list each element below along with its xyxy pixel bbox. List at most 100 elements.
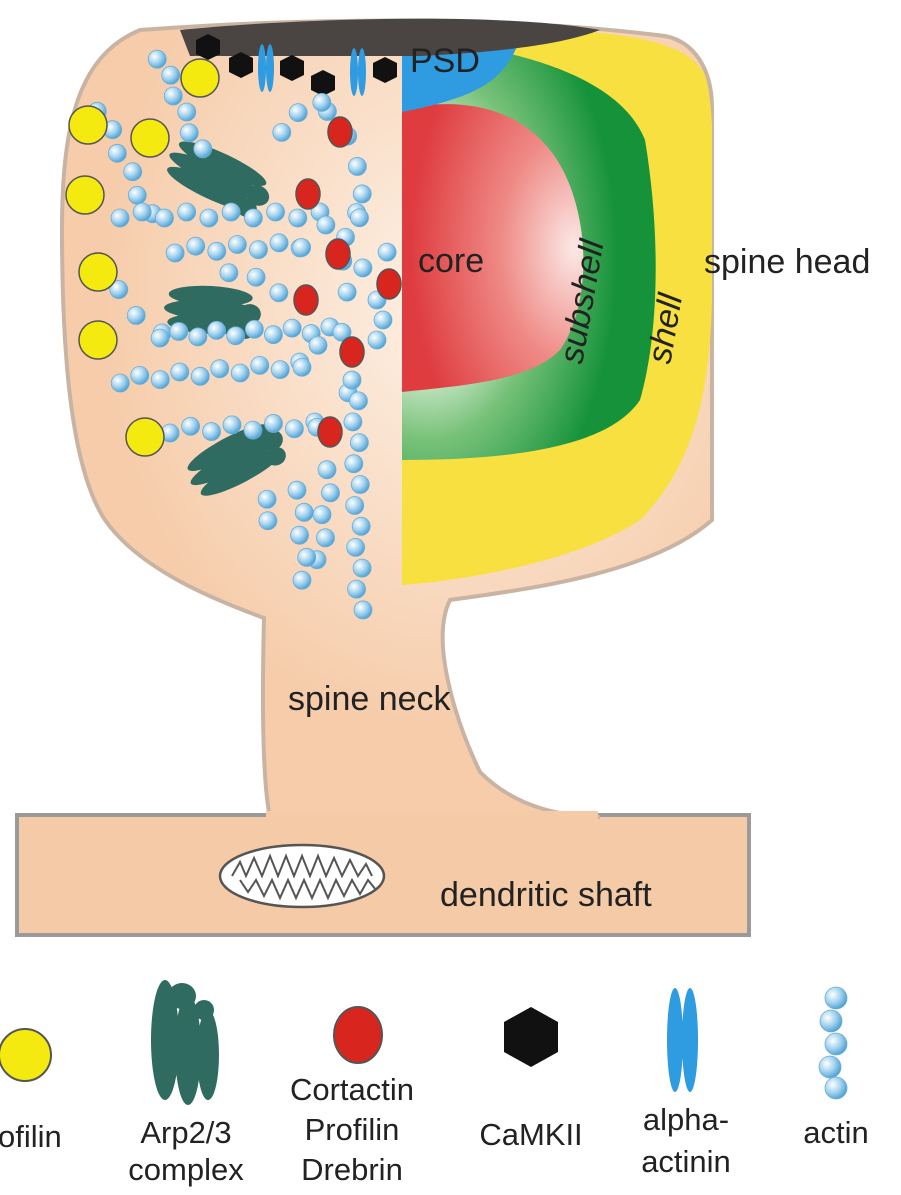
actin-monomer	[298, 548, 316, 566]
actin-monomer	[264, 414, 282, 432]
actin-monomer	[194, 140, 212, 158]
psd-label: PSD	[410, 42, 480, 80]
spine-neck-label: spine neck	[288, 680, 452, 718]
actin-monomer	[251, 356, 269, 374]
actin-monomer	[223, 416, 241, 434]
legend-label-cofilin: ofilin	[0, 1119, 62, 1154]
actin-monomer	[343, 371, 361, 389]
actin-monomer	[354, 601, 372, 619]
actin-monomer	[295, 503, 313, 521]
actin-monomer	[259, 512, 277, 530]
actin-monomer	[247, 268, 265, 286]
actin-monomer	[349, 392, 367, 410]
actin-monomer	[127, 306, 145, 324]
actin-monomer	[267, 203, 285, 221]
legend-label-profilin: Profilin	[305, 1112, 400, 1147]
actin-monomer	[162, 66, 180, 84]
actin-monomer	[289, 209, 307, 227]
actin-monomer	[309, 336, 327, 354]
actin-monomer	[825, 1033, 847, 1055]
actin-monomer	[350, 434, 368, 452]
legend-label-actinin: actinin	[641, 1144, 731, 1179]
actin-monomer	[187, 237, 205, 255]
actin-monomer	[291, 526, 309, 544]
actin-monomer	[321, 484, 339, 502]
actin-monomer	[352, 517, 370, 535]
actin-monomer	[178, 203, 196, 221]
actin-monomer	[164, 87, 182, 105]
actin-monomer	[108, 144, 126, 162]
actin-monomer	[111, 209, 129, 227]
actin-monomer	[189, 328, 207, 346]
cortactin-profilin-drebrin-icon	[328, 117, 352, 147]
actin-monomer	[211, 360, 229, 378]
cortactin-profilin-drebrin-icon	[377, 269, 401, 299]
cortactin-profilin-drebrin-icon	[334, 1007, 382, 1063]
actin-monomer	[354, 259, 372, 277]
actin-monomer	[353, 559, 371, 577]
actin-monomer	[170, 322, 188, 340]
actin-monomer	[124, 163, 142, 181]
actin-monomer	[171, 363, 189, 381]
actin-monomer	[222, 203, 240, 221]
actin-monomer	[258, 490, 276, 508]
actin-monomer	[350, 209, 368, 227]
spine-head-label: spine head	[704, 243, 870, 281]
actin-monomer	[133, 203, 151, 221]
actin-monomer	[155, 209, 173, 227]
legend-label-cortactin: Cortactin	[290, 1072, 414, 1107]
actin-monomer	[293, 239, 311, 257]
actin-monomer	[203, 423, 221, 441]
actin-monomer	[208, 321, 226, 339]
cofilin-icon	[79, 321, 117, 359]
actin-monomer	[353, 185, 371, 203]
legend-label-alpha: alpha-	[643, 1102, 729, 1137]
cortactin-profilin-drebrin-icon	[318, 417, 342, 447]
legend: ofilin Arp2/3 complex Cortactin Profilin…	[0, 980, 869, 1187]
actin-monomer	[244, 209, 262, 227]
core-label: core	[418, 242, 484, 280]
actin-monomer	[368, 331, 386, 349]
actin-monomer	[220, 264, 238, 282]
cofilin-icon	[126, 418, 164, 456]
cofilin-icon	[131, 119, 169, 157]
arp23-complex-icon	[151, 980, 219, 1105]
actin-monomer	[313, 506, 331, 524]
actin-monomer	[151, 329, 169, 347]
actin-monomer	[264, 326, 282, 344]
actin-monomer	[244, 421, 262, 439]
actin-monomer	[374, 311, 392, 329]
legend-label-arp23-line2: complex	[128, 1152, 244, 1187]
legend-label-drebrin: Drebrin	[301, 1152, 403, 1187]
actin-monomer	[273, 123, 291, 141]
camkii-icon	[504, 1007, 558, 1067]
actin-monomer	[293, 358, 311, 376]
legend-label-arp23: Arp2/3	[140, 1115, 231, 1150]
actin-monomer	[825, 1077, 847, 1099]
actin-monomer	[318, 461, 336, 479]
actin-monomer	[378, 243, 396, 261]
actin-monomer	[271, 361, 289, 379]
actin-monomer	[285, 420, 303, 438]
cortactin-profilin-drebrin-icon	[326, 239, 350, 269]
actin-monomer	[317, 216, 335, 234]
actin-monomer	[249, 241, 267, 259]
actin-monomer	[293, 571, 311, 589]
actin-monomer	[180, 124, 198, 142]
actin-monomer	[191, 367, 209, 385]
actin-monomer	[151, 371, 169, 389]
dendritic-shaft-label: dendritic shaft	[440, 876, 652, 914]
actin-monomer	[344, 413, 362, 431]
neck-join	[266, 811, 598, 821]
cortactin-profilin-drebrin-icon	[294, 285, 318, 315]
actin-monomer	[270, 234, 288, 252]
actin-monomer	[345, 455, 363, 473]
actin-monomer	[338, 283, 356, 301]
actin-monomer	[182, 417, 200, 435]
actin-monomer	[313, 93, 331, 111]
cofilin-icon	[79, 253, 117, 291]
actin-monomer	[231, 364, 249, 382]
actin-monomer	[348, 580, 366, 598]
actin-monomer	[178, 103, 196, 121]
actin-monomer	[245, 320, 263, 338]
